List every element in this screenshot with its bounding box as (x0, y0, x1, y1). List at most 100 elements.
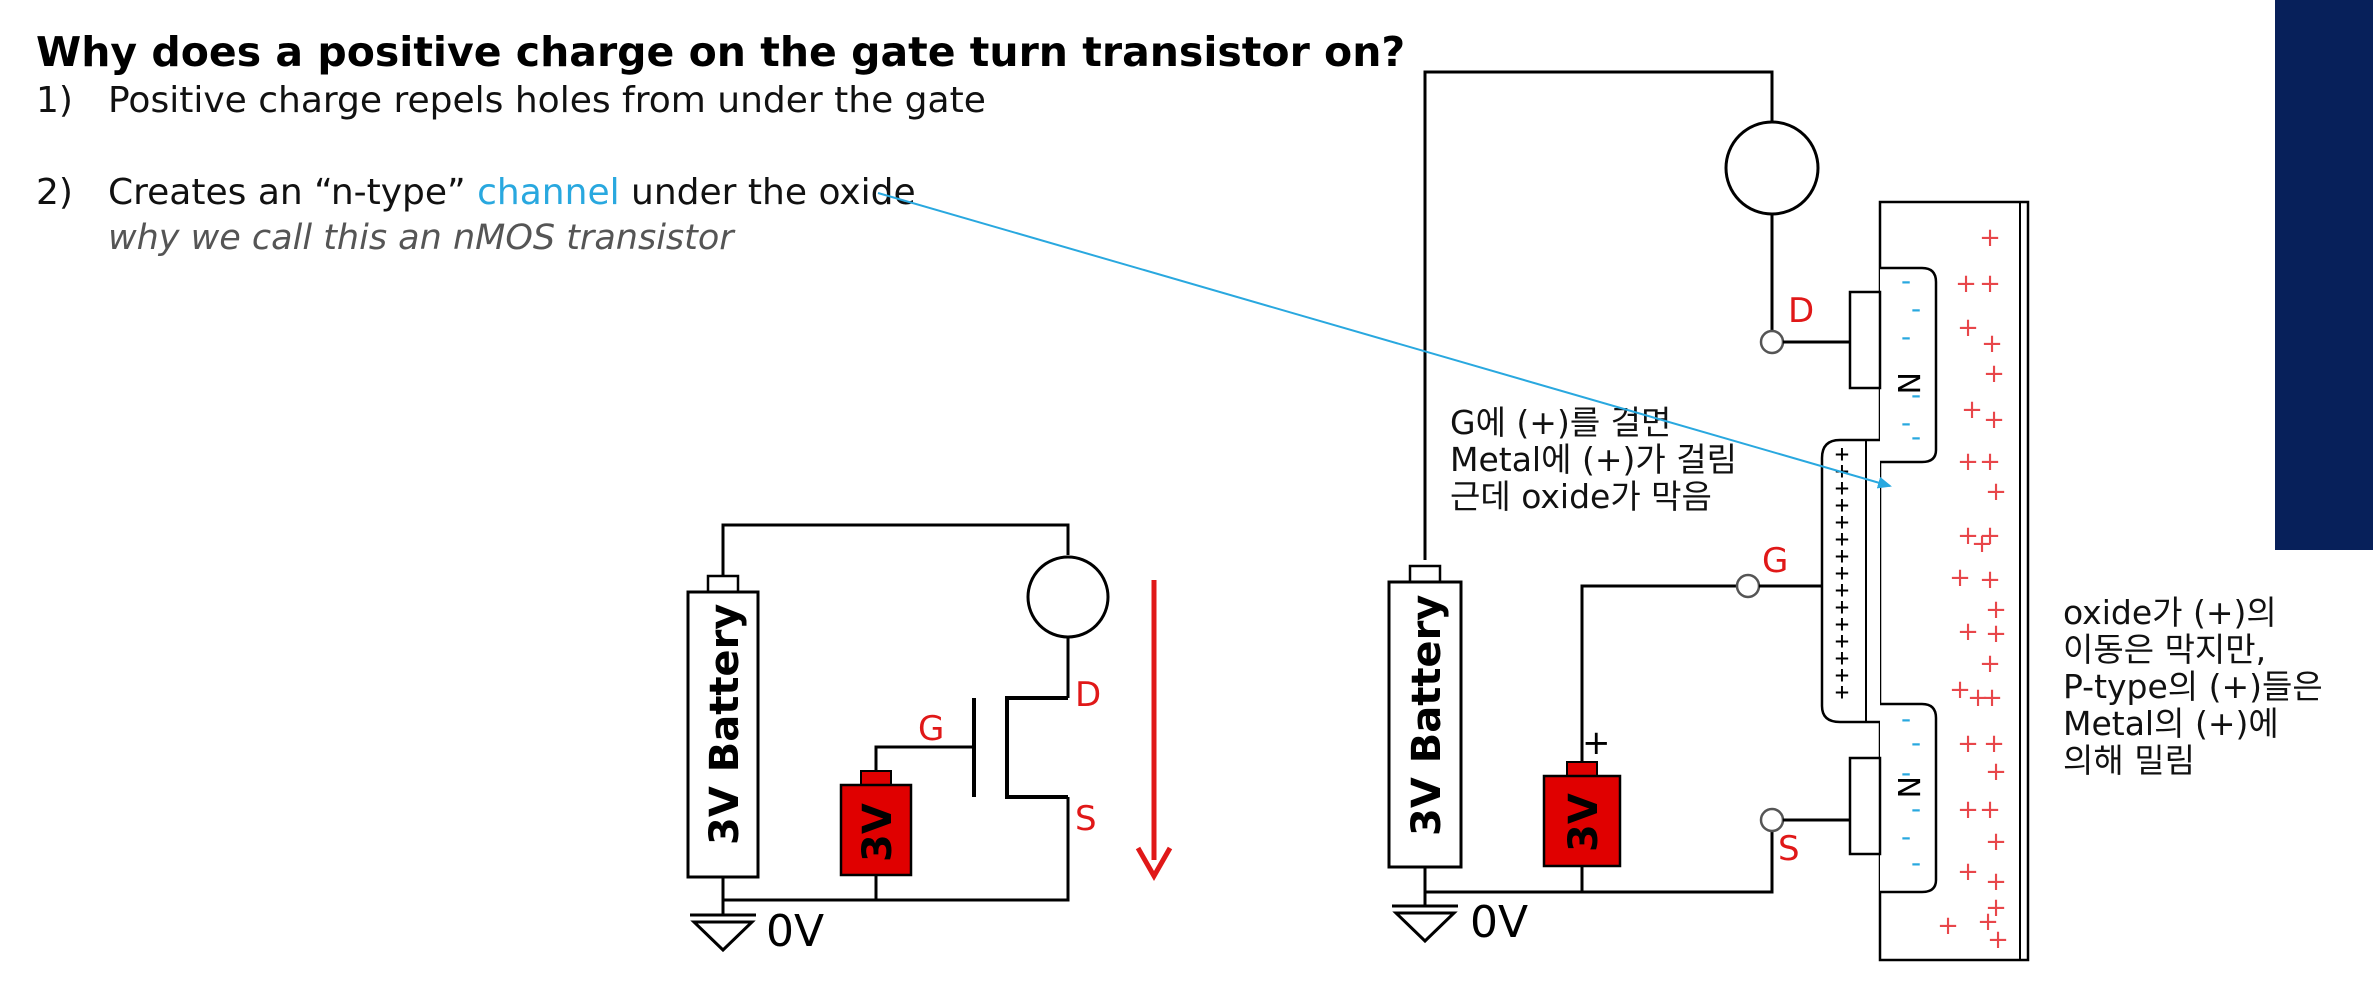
p-plus-charge: + (1957, 521, 1979, 551)
right-lamp (1724, 120, 1820, 216)
left-small-battery (839, 783, 913, 877)
p-plus-charge: + (1949, 675, 1971, 705)
right-battery (1387, 580, 1463, 869)
p-plus-charge: + (1979, 521, 2001, 551)
p-plus-charge: + (1983, 729, 2005, 759)
right-drain-label: D (1788, 291, 1814, 331)
p-plus-charge: + (1961, 395, 1983, 425)
p-plus-charge: + (1971, 529, 1993, 559)
gate-plus-charge: + (1835, 627, 1849, 655)
p-plus-charge: + (1979, 795, 2001, 825)
p-plus-charge: + (1937, 911, 1959, 941)
right-gate-wire (1580, 584, 1737, 762)
list-text-after: under the oxide (619, 172, 916, 213)
n-minus-charge: - (1901, 702, 1911, 735)
gate-plus-charge: + (1835, 661, 1849, 689)
p-plus-charge: + (1979, 269, 2001, 299)
list-number: 2) (36, 172, 73, 213)
source-contact (1848, 756, 1882, 856)
gate-plus-charge: + (1835, 474, 1849, 502)
left-source-label: S (1075, 799, 1097, 839)
n-minus-charge: - (1911, 726, 1921, 759)
gate-plus-charge: + (1835, 644, 1849, 672)
right-ground-icon (1392, 911, 1458, 944)
left-battery (686, 590, 760, 879)
left-lamp (1026, 555, 1110, 639)
right-plus-label: + (1582, 723, 1611, 763)
gate-plus-charge: + (1835, 559, 1849, 587)
list-number: 1) (36, 80, 73, 121)
p-plus-charge: + (1985, 619, 2007, 649)
n-minus-charge: - (1911, 846, 1921, 879)
slide-subtitle: why we call this an nMOS transistor (108, 218, 734, 258)
n-minus-charge: - (1911, 792, 1921, 825)
p-plus-charge: + (1957, 729, 1979, 759)
list-text: Positive charge repels holes from under … (108, 80, 986, 121)
source-n-label: N (1890, 776, 1925, 798)
p-plus-charge: + (1977, 907, 1999, 937)
right-small-battery (1542, 774, 1622, 868)
left-ground-label: 0V (766, 906, 824, 957)
right-ground-label: 0V (1470, 897, 1528, 948)
left-ground-icon (690, 920, 756, 953)
current-arrow-icon (1135, 846, 1173, 882)
gate-plus-charge: + (1835, 491, 1849, 519)
p-plus-charge: + (1981, 683, 2003, 713)
left-small-battery-label: 3V (855, 803, 901, 862)
gate-plus-charge: + (1835, 440, 1849, 468)
right-gate-terminal (1735, 573, 1761, 599)
n-minus-charge: - (1911, 378, 1921, 411)
left-gate-label: G (918, 709, 944, 749)
slide-title: Why does a positive charge on the gate t… (36, 28, 1406, 76)
channel-highlight: channel (477, 172, 620, 213)
list-item-1: 1) Positive charge repels holes from unde… (36, 80, 986, 121)
left-small-battery-terminal (860, 770, 892, 786)
p-plus-charge: + (1981, 329, 2003, 359)
left-battery-label: 3V Battery (702, 604, 748, 845)
n-minus-charge: - (1901, 820, 1911, 853)
p-plus-charge: + (1979, 223, 2001, 253)
right-battery-terminal (1408, 564, 1442, 584)
sidebar-bar (2275, 0, 2373, 550)
p-plus-charge: + (1979, 565, 2001, 595)
p-plus-charge: + (1957, 617, 1979, 647)
gate-metal (1820, 438, 1880, 724)
gate-plus-charge: + (1835, 525, 1849, 553)
n-minus-charge: - (1911, 292, 1921, 325)
n-minus-charge: - (1901, 406, 1911, 439)
p-plus-charge: + (1985, 893, 2007, 923)
right-small-battery-terminal (1566, 761, 1598, 777)
p-plus-charge: + (1987, 925, 2009, 955)
right-battery-label: 3V Battery (1404, 595, 1450, 836)
gate-plus-charge: + (1835, 542, 1849, 570)
left-circuit: 3V Battery 3V G D S 0V (686, 523, 1173, 957)
drain-n-region (1880, 266, 1938, 464)
channel-pointer-arrow (877, 192, 1892, 489)
p-plus-charge: + (1985, 595, 2007, 625)
p-plus-charge: + (1967, 683, 1989, 713)
p-plus-charge: + (1979, 447, 2001, 477)
list-item-2: 2)Creates an “n-type” channel under the … (36, 172, 916, 213)
n-electrons: ------------ (1901, 264, 1921, 879)
left-gate-wire (874, 745, 974, 771)
gate-note: G에 (+)를 걸면 Metal에 (+)가 걸림 근데 oxide가 막음 (1450, 403, 1737, 516)
p-plus-charge: + (1985, 477, 2007, 507)
gate-plus-charge: + (1835, 678, 1849, 706)
right-circuit: D 3V Battery 0V G 3V + S N (1387, 70, 2030, 962)
p-plus-charge: + (1955, 269, 1977, 299)
drain-n-label: N (1890, 372, 1925, 394)
n-minus-charge: - (1901, 756, 1911, 789)
right-small-battery-label: 3V (1561, 793, 1607, 852)
right-top-wire (1423, 70, 1774, 560)
n-minus-charge: - (1911, 420, 1921, 453)
drain-contact (1848, 290, 1882, 390)
source-n-region (1880, 702, 1938, 894)
left-battery-terminal (706, 574, 740, 594)
p-plus-charge: + (1985, 757, 2007, 787)
gate-plus-charge: + (1835, 576, 1849, 604)
p-plus-charge: + (1957, 313, 1979, 343)
right-source-terminal (1759, 807, 1785, 833)
right-bottom-wire (1425, 832, 1774, 894)
gate-plus-charge: + (1835, 508, 1849, 536)
